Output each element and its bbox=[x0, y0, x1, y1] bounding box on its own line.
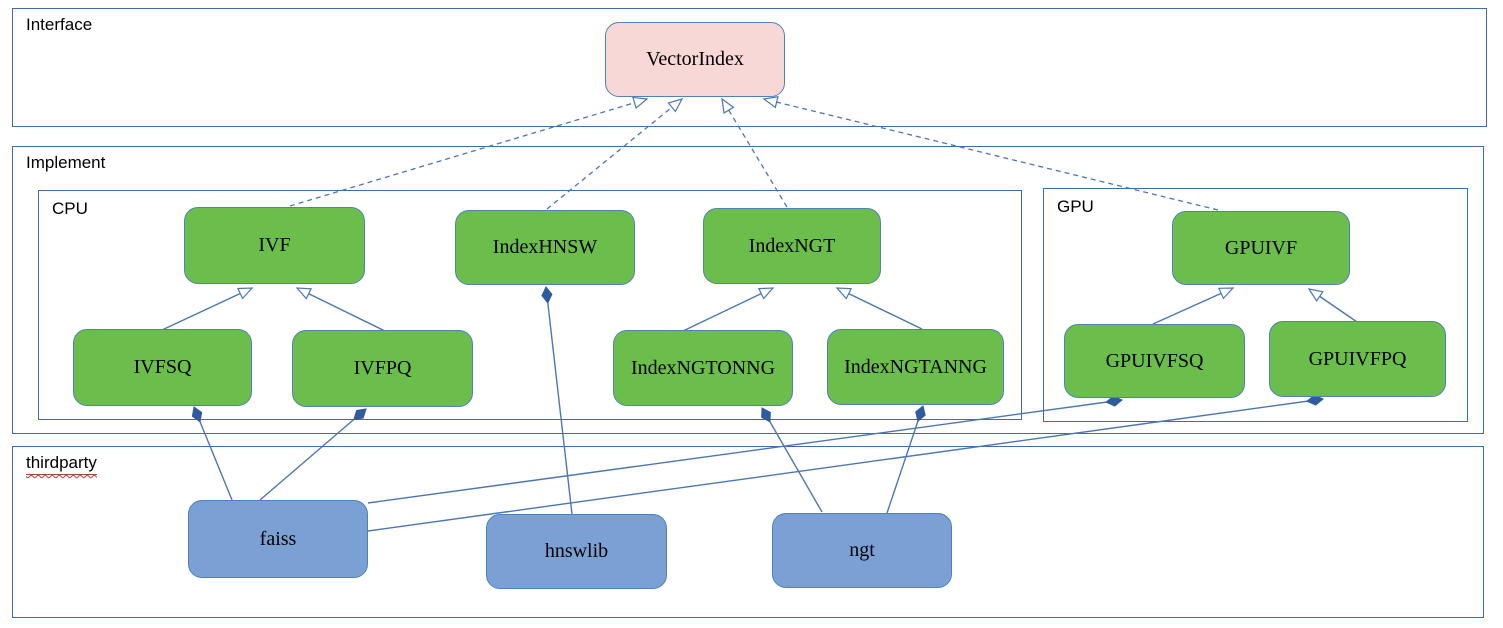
node-label-faiss: faiss bbox=[259, 527, 297, 550]
node-label-indexngtanng: IndexNGTANNG bbox=[844, 355, 987, 378]
node-ivf: IVF bbox=[184, 207, 365, 284]
edge-indexngtonng-indexngt bbox=[682, 287, 775, 332]
node-label-hnswlib: hnswlib bbox=[544, 540, 609, 562]
edge-faiss-gpuivfpq bbox=[367, 394, 1324, 532]
node-vectorindex: VectorIndex bbox=[605, 22, 785, 97]
edge-ivf-vectorindex bbox=[289, 96, 649, 207]
edge-ngt-indexngtanng bbox=[886, 405, 926, 514]
edge-faiss-ivfsq bbox=[191, 406, 233, 501]
section-label-interface: Interface bbox=[26, 15, 93, 34]
section-gpu: GPU bbox=[1043, 188, 1468, 422]
node-label-gpuivfpq: GPUIVFPQ bbox=[1308, 347, 1407, 370]
node-label-ngt: ngt bbox=[849, 539, 875, 561]
section-interface: Interface bbox=[12, 8, 1487, 127]
section-thirdparty: thirdparty bbox=[12, 446, 1484, 618]
node-hnswlib: hnswlib bbox=[486, 514, 667, 589]
node-gpuivf: GPUIVF bbox=[1172, 211, 1350, 285]
edge-ivfsq-ivf bbox=[161, 287, 254, 331]
section-label-thirdparty: thirdparty bbox=[26, 453, 97, 475]
edge-indexngtanng-indexngt bbox=[835, 287, 923, 330]
node-label-ivfsq: IVFSQ bbox=[133, 356, 192, 378]
edge-hnswlib-indexhnsw bbox=[541, 286, 573, 515]
edge-indexhnsw-vectorindex bbox=[546, 98, 684, 210]
node-indexngtanng: IndexNGTANNG bbox=[827, 329, 1004, 405]
edge-gpuivfsq-gpuivf bbox=[1152, 287, 1235, 325]
section-label-cpu: CPU bbox=[52, 199, 88, 218]
edge-ngt-indexngtonng bbox=[761, 407, 823, 513]
node-indexhnsw: IndexHNSW bbox=[455, 210, 635, 285]
node-gpuivfpq: GPUIVFPQ bbox=[1269, 321, 1446, 397]
section-cpu: CPU bbox=[38, 190, 1022, 420]
node-label-vectorindex: VectorIndex bbox=[646, 48, 744, 70]
edge-ivfpq-ivf bbox=[295, 287, 386, 332]
node-faiss: faiss bbox=[188, 500, 368, 578]
node-label-gpuivfsq: GPUIVFSQ bbox=[1105, 349, 1204, 372]
section-implement: Implement bbox=[12, 146, 1484, 434]
node-label-gpuivf: GPUIVF bbox=[1224, 236, 1298, 259]
node-label-ivfpq: IVFPQ bbox=[353, 357, 412, 379]
edge-gpuivf-vectorindex bbox=[762, 96, 1219, 211]
edge-gpuivfpq-gpuivf bbox=[1307, 288, 1358, 323]
node-indexngtonng: IndexNGTONNG bbox=[613, 330, 793, 406]
node-label-indexhnsw: IndexHNSW bbox=[492, 236, 598, 258]
node-ngt: ngt bbox=[772, 513, 952, 588]
node-ivfpq: IVFPQ bbox=[292, 330, 473, 407]
section-label-implement: Implement bbox=[26, 153, 106, 172]
node-label-indexngtonng: IndexNGTONNG bbox=[630, 356, 776, 379]
node-label-indexngt: IndexNGT bbox=[748, 234, 836, 257]
node-indexngt: IndexNGT bbox=[703, 208, 881, 284]
edge-indexngt-vectorindex bbox=[721, 97, 788, 208]
section-label-gpu: GPU bbox=[1057, 197, 1094, 216]
edge-faiss-gpuivfsq bbox=[367, 395, 1123, 504]
node-gpuivfsq: GPUIVFSQ bbox=[1064, 324, 1245, 398]
node-ivfsq: IVFSQ bbox=[73, 329, 252, 406]
edge-faiss-ivfpq bbox=[259, 408, 367, 501]
node-label-ivf: IVF bbox=[258, 234, 291, 256]
